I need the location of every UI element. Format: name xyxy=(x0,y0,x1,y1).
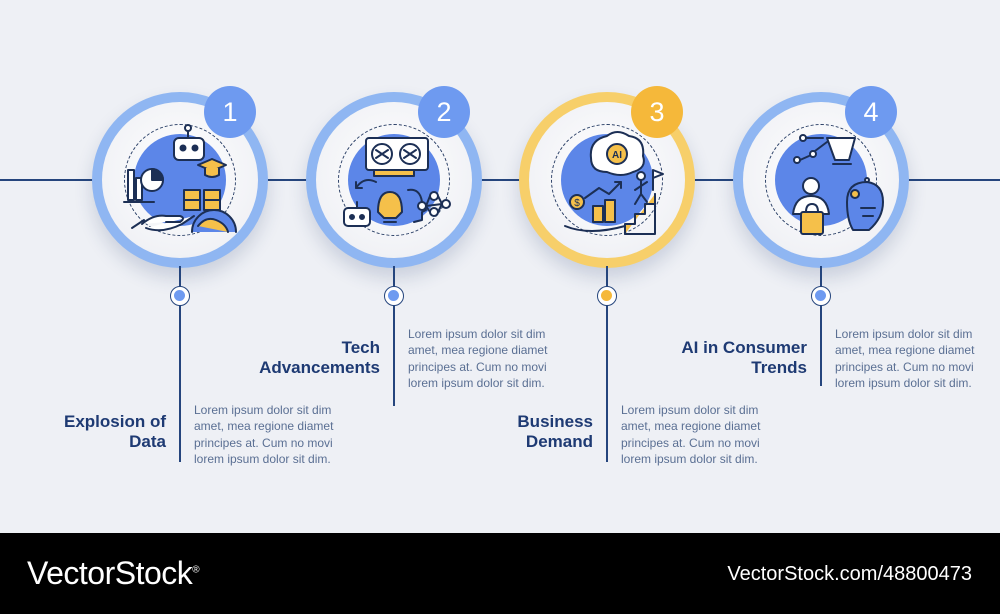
step-1-number-badge: 1 xyxy=(204,86,256,138)
step-4-number-badge: 4 xyxy=(845,86,897,138)
step-4-circle: 4 xyxy=(733,86,909,268)
vectorstock-logo: VectorStock® xyxy=(27,555,200,591)
step-2-number: 2 xyxy=(436,96,452,127)
step-3-stem xyxy=(606,266,608,462)
timeline-line xyxy=(0,179,1000,181)
step-4-title: AI in Consumer Trends xyxy=(681,338,807,377)
image-id-url: VectorStock.com/48800473 xyxy=(727,563,972,585)
step-2-number-badge: 2 xyxy=(418,86,470,138)
step-4-stem xyxy=(820,266,822,386)
watermark-footer: VectorStock® VectorStock.com/48800473 xyxy=(0,533,1000,614)
step-4-description: Lorem ipsum dolor sit dim amet, mea regi… xyxy=(835,327,975,390)
step-2-circle: 2 xyxy=(306,86,482,268)
tech-advancements-icon xyxy=(343,137,451,227)
step-3-description: Lorem ipsum dolor sit dim amet, mea regi… xyxy=(621,403,761,466)
business-demand-icon: AI $ xyxy=(564,131,664,235)
step-4-node xyxy=(811,286,831,306)
step-1-node xyxy=(170,286,190,306)
step-1-stem xyxy=(179,266,181,462)
step-3-node xyxy=(597,286,617,306)
step-3-number: 3 xyxy=(649,96,665,127)
step-3-title: Business Demand xyxy=(517,412,593,451)
step-2-title: Tech Advancements xyxy=(259,338,380,377)
step-2-node xyxy=(384,286,404,306)
step-1-number: 1 xyxy=(222,96,238,127)
step-2-stem xyxy=(393,266,395,406)
data-explosion-icon xyxy=(123,124,237,233)
step-2-description: Lorem ipsum dolor sit dim amet, mea regi… xyxy=(408,327,548,390)
step-1-circle: 1 xyxy=(92,86,268,268)
svg-text:$: $ xyxy=(574,198,580,209)
infographic-canvas: 1 Explosion of Data Lorem ipsum dolor si… xyxy=(0,86,1000,466)
step-3-circle: AI $ xyxy=(519,86,695,268)
step-3-number-badge: 3 xyxy=(631,86,683,138)
consumer-trends-icon xyxy=(792,134,884,235)
step-1-title: Explosion of Data xyxy=(64,412,166,451)
svg-text:AI: AI xyxy=(612,150,622,161)
step-1-description: Lorem ipsum dolor sit dim amet, mea regi… xyxy=(194,403,334,466)
step-4-number: 4 xyxy=(863,96,879,127)
